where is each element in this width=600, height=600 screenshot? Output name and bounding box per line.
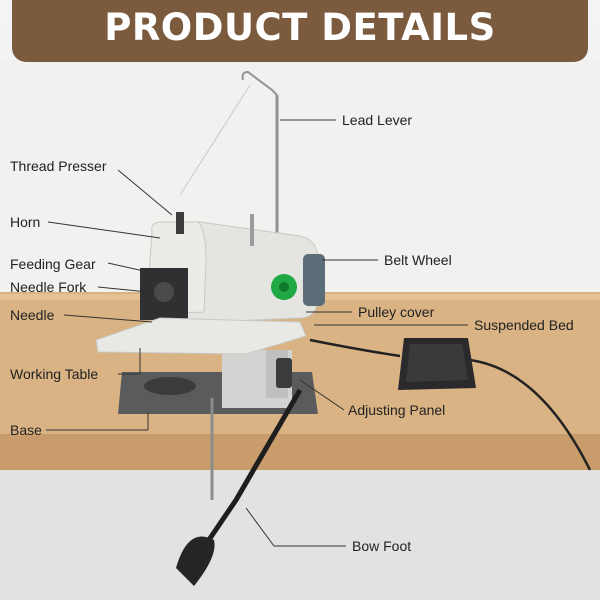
leader-feeding-gear — [107, 262, 149, 273]
label-thread-presser: Thread Presser — [10, 158, 107, 174]
label-belt-wheel: Belt Wheel — [384, 252, 452, 268]
spool-pin — [250, 214, 254, 246]
thread-line — [179, 84, 251, 196]
feeding-gear-shape — [154, 282, 174, 302]
leader-needle-fork — [97, 286, 149, 293]
lead-lever-hook — [241, 70, 278, 96]
leader-lines — [46, 119, 468, 547]
label-working-table: Working Table — [10, 366, 99, 382]
label-needle: Needle — [10, 307, 55, 323]
label-suspended-bed: Suspended Bed — [474, 317, 574, 333]
label-feeding-gear: Feeding Gear — [10, 256, 96, 272]
power-button-center — [279, 282, 289, 292]
bow-foot-lever — [195, 388, 303, 558]
label-needle-fork: Needle Fork — [10, 279, 87, 295]
floor-area — [0, 470, 600, 600]
adjusting-knob — [276, 358, 292, 388]
thread-presser-shape — [176, 212, 184, 234]
leader-needle — [63, 314, 153, 323]
working-table-plate — [95, 317, 307, 355]
title-banner: PRODUCT DETAILS — [12, 0, 588, 62]
belt-wheel-shape — [303, 254, 325, 306]
label-adjusting-panel: Adjusting Panel — [348, 402, 446, 418]
banner-title: PRODUCT DETAILS — [104, 6, 496, 49]
label-bow-foot: Bow Foot — [352, 538, 412, 554]
base-hole — [144, 377, 196, 395]
leader-horn — [47, 221, 161, 239]
table-edge — [0, 434, 600, 470]
label-base: Base — [10, 422, 42, 438]
pedal-cord — [469, 358, 592, 471]
leader-adjusting-panel — [299, 379, 345, 411]
leader-bow-foot-a — [245, 507, 275, 547]
label-pulley-cover: Pulley cover — [358, 304, 435, 320]
bow-foot-pedal — [176, 536, 215, 586]
label-lead-lever: Lead Lever — [342, 112, 413, 128]
power-cord — [309, 338, 401, 358]
leader-thread-presser — [117, 169, 173, 216]
label-horn: Horn — [10, 214, 41, 230]
foot-pedal-top — [406, 344, 468, 382]
